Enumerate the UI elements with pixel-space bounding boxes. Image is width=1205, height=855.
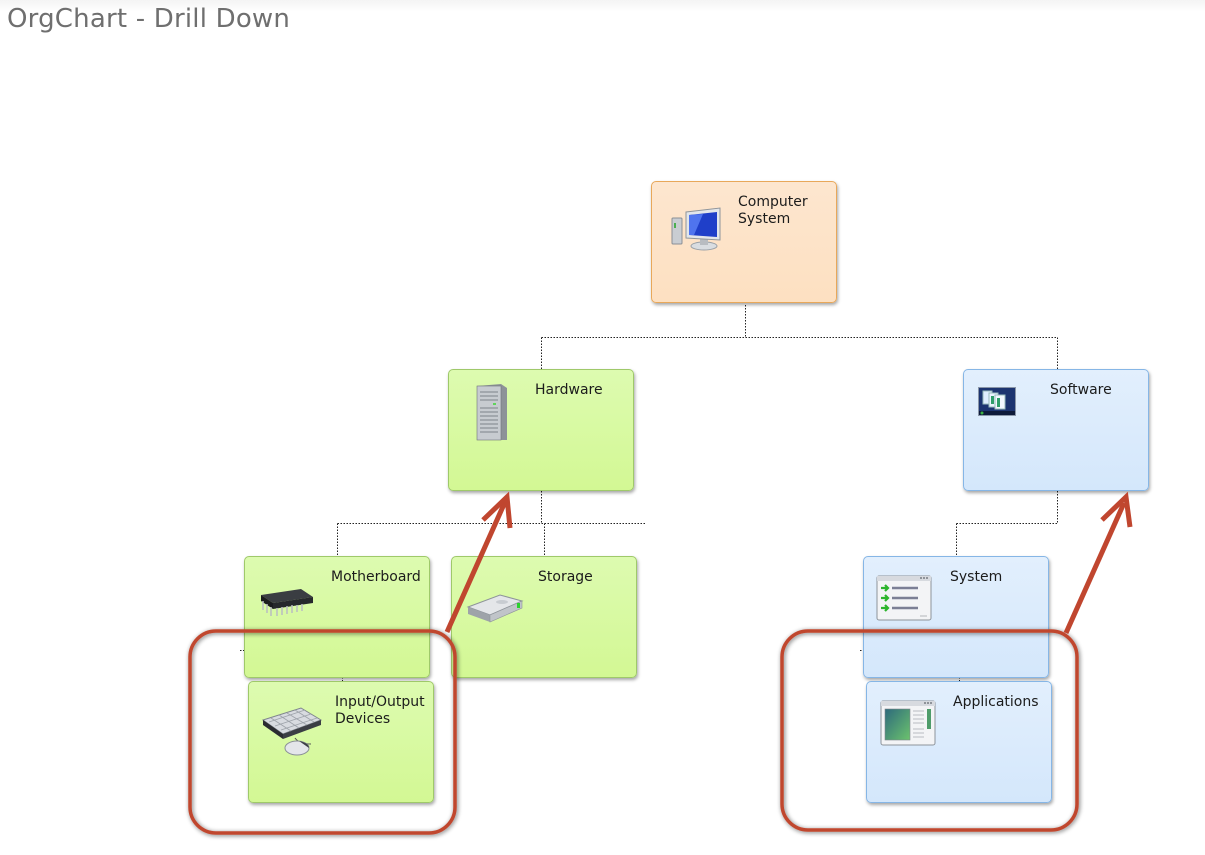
connector-hardware-to-children <box>337 491 645 556</box>
node-label: Storage <box>538 569 593 585</box>
arrow-io-to-hardware <box>444 491 513 634</box>
node-software[interactable]: Software <box>963 369 1149 491</box>
highlight-box-applications <box>780 629 1079 832</box>
chip-icon <box>257 583 317 623</box>
page-title: OrgChart - Drill Down <box>7 4 291 34</box>
software-windows-icon <box>978 387 1016 421</box>
computer-monitor-icon <box>670 206 724 256</box>
arrow-applications-to-software <box>1063 491 1133 635</box>
list-window-icon <box>876 575 932 625</box>
node-label: Computer System <box>738 194 808 227</box>
node-applications[interactable]: Applications <box>866 681 1052 803</box>
server-tower-icon <box>473 382 515 446</box>
connector-software-to-system <box>956 491 1058 556</box>
top-band <box>0 0 1205 12</box>
connector-root-to-level1 <box>541 305 1058 369</box>
node-label: Software <box>1050 382 1112 398</box>
node-storage[interactable]: Storage <box>451 556 637 678</box>
node-hardware[interactable]: Hardware <box>448 369 634 491</box>
node-label: Hardware <box>535 382 603 398</box>
highlight-box-io-devices <box>188 629 457 835</box>
node-label: Input/Output Devices <box>335 694 425 727</box>
node-label: Motherboard <box>331 569 421 585</box>
node-system[interactable]: System <box>863 556 1049 678</box>
node-label: System <box>950 569 1003 585</box>
node-input-output-devices[interactable]: Input/Output Devices <box>248 681 434 803</box>
keyboard-mouse-icon <box>261 706 323 760</box>
node-motherboard[interactable]: Motherboard <box>244 556 430 678</box>
node-computer-system[interactable]: Computer System <box>651 181 837 303</box>
node-label: Applications <box>953 694 1039 710</box>
application-window-icon <box>880 700 936 750</box>
hard-drive-icon <box>464 591 524 629</box>
